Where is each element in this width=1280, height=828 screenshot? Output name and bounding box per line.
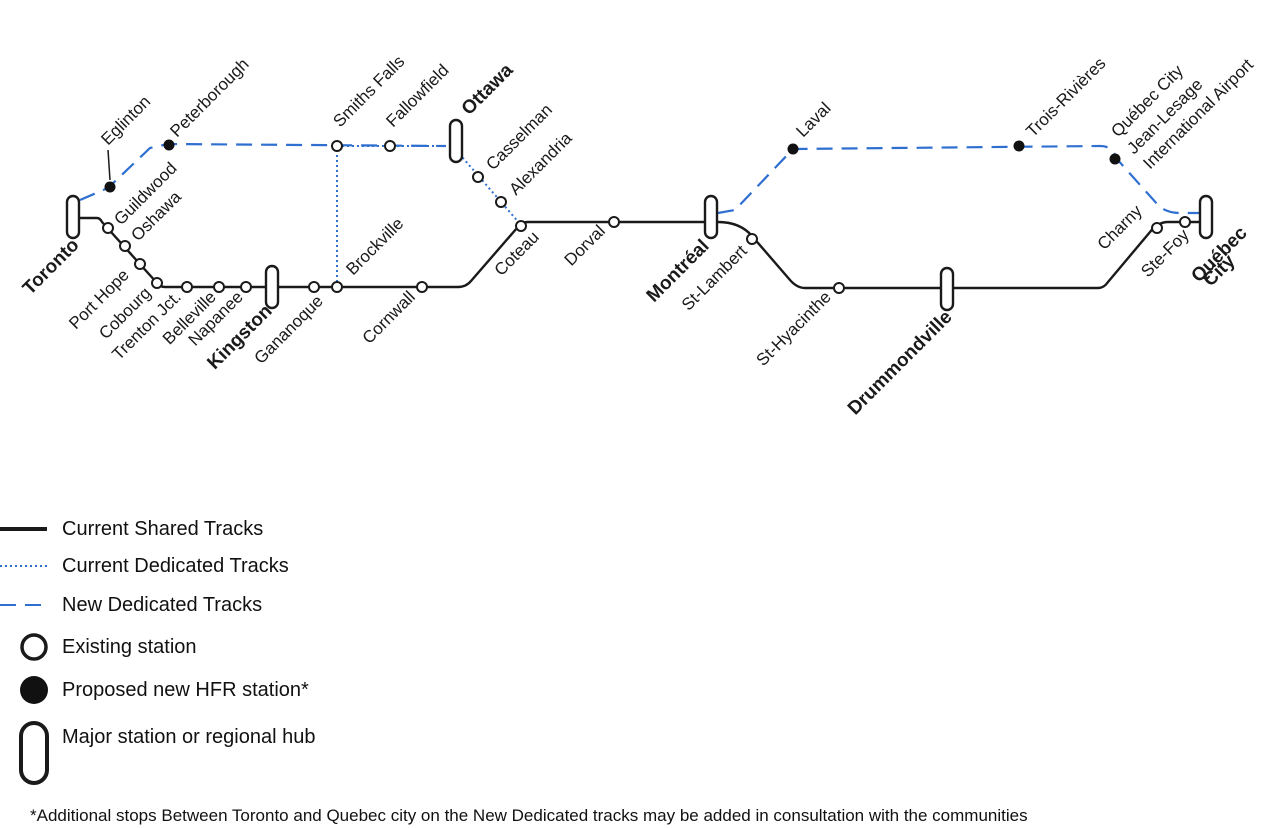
legend-symbol-hub bbox=[0, 720, 62, 786]
legend-item-hub: Major station or regional hub bbox=[0, 720, 315, 786]
shared-track-corridor bbox=[78, 216, 1200, 290]
label-coteau: Coteau bbox=[491, 227, 543, 279]
hub-marker-drummondville bbox=[939, 266, 955, 312]
legend-symbol-new bbox=[0, 588, 62, 622]
legend-label-shared: Current Shared Tracks bbox=[62, 517, 264, 540]
legend-item-new: New Dedicated Tracks bbox=[0, 588, 262, 622]
proposed-marker-airport bbox=[1109, 153, 1121, 165]
label-ste-foy: Ste-Foy bbox=[1137, 225, 1193, 281]
station-marker-brockville bbox=[331, 281, 343, 293]
legend-item-existing: Existing station bbox=[0, 630, 197, 664]
station-marker-alexandria bbox=[495, 196, 507, 208]
station-marker-smiths-falls bbox=[331, 140, 343, 152]
legend-label-dedicated: Current Dedicated Tracks bbox=[62, 554, 289, 577]
label-drummondville: Drummondville bbox=[844, 307, 957, 420]
new-track-montreal-quebec bbox=[717, 144, 1200, 215]
legend-symbol-existing bbox=[0, 630, 62, 664]
station-marker-coteau bbox=[515, 220, 527, 232]
legend-item-shared: Current Shared Tracks bbox=[0, 512, 263, 546]
label-cornwall: Cornwall bbox=[359, 287, 419, 347]
label-eglinton: Eglinton bbox=[97, 92, 154, 149]
station-marker-st-lambert bbox=[746, 233, 758, 245]
proposed-marker-trois-rivieres bbox=[1013, 140, 1025, 152]
legend-label-new: New Dedicated Tracks bbox=[62, 593, 263, 616]
dedicated-track-ottawa-coteau bbox=[455, 149, 522, 226]
station-marker-ste-foy bbox=[1179, 216, 1191, 228]
label-peterborough: Peterborough bbox=[166, 55, 252, 141]
label-ottawa: Ottawa bbox=[458, 60, 518, 120]
proposed-marker-laval bbox=[787, 143, 799, 155]
hub-marker-ottawa bbox=[448, 118, 464, 164]
label-brockville: Brockville bbox=[342, 214, 407, 279]
legend-item-proposed: Proposed new HFR station* bbox=[0, 673, 309, 707]
label-st-hyacinthe: St-Hyacinthe bbox=[753, 287, 835, 369]
station-marker-cornwall bbox=[416, 281, 428, 293]
station-marker-charny bbox=[1151, 222, 1163, 234]
label-trois-rivieres: Trois-Rivières bbox=[1022, 54, 1109, 141]
legend-symbol-shared bbox=[0, 512, 62, 546]
legend-item-dedicated: Current Dedicated Tracks bbox=[0, 549, 289, 583]
legend-symbol-dedicated bbox=[0, 549, 62, 583]
station-marker-st-hyacinthe bbox=[833, 282, 845, 294]
station-marker-gananoque bbox=[308, 281, 320, 293]
station-marker-guildwood bbox=[102, 222, 114, 234]
station-marker-oshawa bbox=[119, 240, 131, 252]
legend-label-existing: Existing station bbox=[62, 635, 197, 658]
hub-marker-montreal bbox=[703, 194, 719, 240]
hub-marker-quebec-city bbox=[1198, 194, 1214, 240]
new-track-toronto-ottawa bbox=[79, 142, 447, 202]
station-marker-trenton bbox=[181, 281, 193, 293]
proposed-marker-eglinton bbox=[104, 181, 116, 193]
proposed-marker-peterborough bbox=[163, 139, 175, 151]
station-marker-casselman bbox=[472, 171, 484, 183]
label-laval: Laval bbox=[792, 99, 834, 141]
legend-label-proposed: Proposed new HFR station* bbox=[62, 678, 309, 701]
label-toronto: Toronto bbox=[19, 235, 84, 300]
hub-marker-toronto bbox=[65, 194, 81, 240]
eglinton-leader bbox=[107, 149, 111, 181]
label-dorval: Dorval bbox=[561, 221, 609, 269]
hub-marker-kingston bbox=[264, 264, 280, 310]
station-marker-port-hope bbox=[134, 258, 146, 270]
footnote: *Additional stops Between Toronto and Qu… bbox=[30, 806, 1028, 825]
station-marker-napanee bbox=[240, 281, 252, 293]
legend-label-hub: Major station or regional hub bbox=[62, 725, 316, 748]
station-marker-belleville bbox=[213, 281, 225, 293]
station-marker-dorval bbox=[608, 216, 620, 228]
legend-symbol-proposed bbox=[0, 673, 62, 707]
station-marker-fallowfield bbox=[384, 140, 396, 152]
station-marker-cobourg bbox=[151, 277, 163, 289]
